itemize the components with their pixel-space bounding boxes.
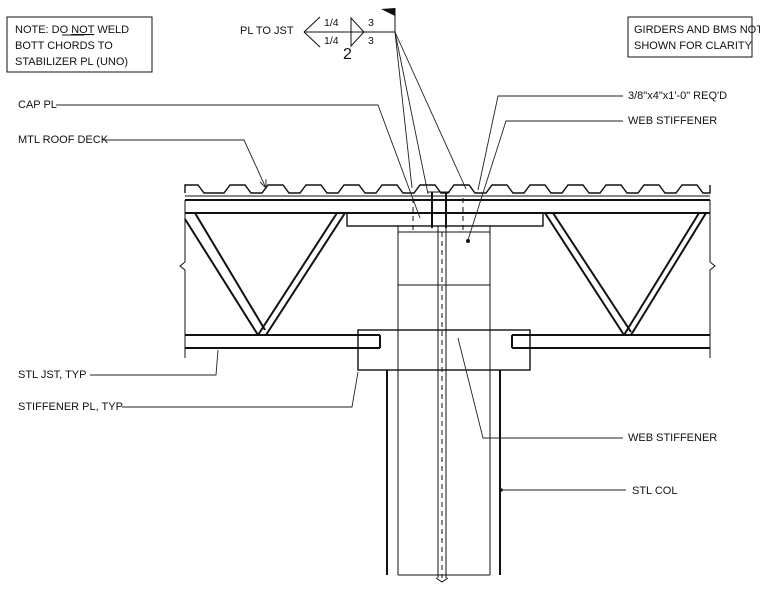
- label-stiffener-pl: STIFFENER PL, TYP: [18, 401, 123, 413]
- label-web-stiffener-top: WEB STIFFENER: [628, 115, 717, 127]
- break-marks: [179, 200, 716, 358]
- weld-arrow-3: [394, 31, 467, 190]
- weld-symbol: PL TO JST 1/4 1/4 3 3 2: [240, 8, 467, 195]
- note-box-left: NOTE: DO NOT WELD BOTT CHORDS TO STABILI…: [6, 16, 153, 73]
- note-box-right: GIRDERS AND BMS NOT SHOWN FOR CLARITY: [627, 16, 760, 58]
- weld-length-bottom: 3: [368, 35, 374, 47]
- weld-size-bottom: 1/4: [324, 35, 339, 47]
- callout-stiffener-pl: STIFFENER PL, TYP: [18, 371, 359, 413]
- callout-cap-pl: CAP PL: [18, 99, 421, 219]
- callout-stl-jst: STL JST, TYP: [18, 349, 219, 381]
- joist-bottom-chord: [185, 334, 710, 349]
- callout-mtl-roof-deck: MTL ROOF DECK: [18, 134, 267, 190]
- weld-arrow-1: [394, 31, 413, 189]
- slotted-plate: [428, 191, 450, 228]
- callout-web-stiffener-bottom: WEB STIFFENER: [457, 337, 717, 444]
- label-mtl-roof-deck: MTL ROOF DECK: [18, 134, 109, 146]
- callout-stl-col: STL COL: [499, 485, 677, 497]
- weld-tail-bottom: [303, 31, 321, 48]
- label-stl-jst: STL JST, TYP: [18, 369, 86, 381]
- weld-tail-top: [303, 16, 321, 33]
- joist-top-chord: [185, 199, 710, 214]
- note-right-line2: SHOWN FOR CLARITY: [634, 40, 753, 52]
- joist-web-right: [544, 212, 707, 336]
- callout-web-stiffener-top: WEB STIFFENER: [466, 115, 717, 243]
- note-left-line2: BOTT CHORDS TO: [15, 40, 113, 52]
- steel-column: [386, 225, 501, 583]
- note-left-line1: NOTE: DO NOT WELD: [15, 24, 129, 36]
- weld-count: 2: [343, 46, 352, 63]
- weld-label: PL TO JST: [240, 25, 294, 37]
- callout-plate-req: 3/8"x4"x1'-0" REQ'D: [477, 90, 727, 191]
- weld-length-top: 3: [368, 17, 374, 29]
- field-weld-flag-icon: [381, 8, 395, 16]
- weld-size-top: 1/4: [324, 17, 339, 29]
- hidden-lines: [397, 198, 491, 372]
- label-plate-req: 3/8"x4"x1'-0" REQ'D: [628, 90, 727, 102]
- weld-arrow-2: [394, 31, 429, 195]
- label-cap-pl: CAP PL: [18, 99, 57, 111]
- label-web-stiffener-bottom: WEB STIFFENER: [628, 432, 717, 444]
- note-left-line3: STABILIZER PL (UNO): [15, 56, 128, 68]
- joist-web-left: [184, 212, 346, 336]
- fillet-weld-icon: [350, 16, 365, 48]
- stiffener-plate: [357, 329, 531, 371]
- note-right-line1: GIRDERS AND BMS NOT: [634, 24, 760, 36]
- metal-roof-deck: [184, 184, 711, 197]
- label-stl-col: STL COL: [632, 485, 677, 497]
